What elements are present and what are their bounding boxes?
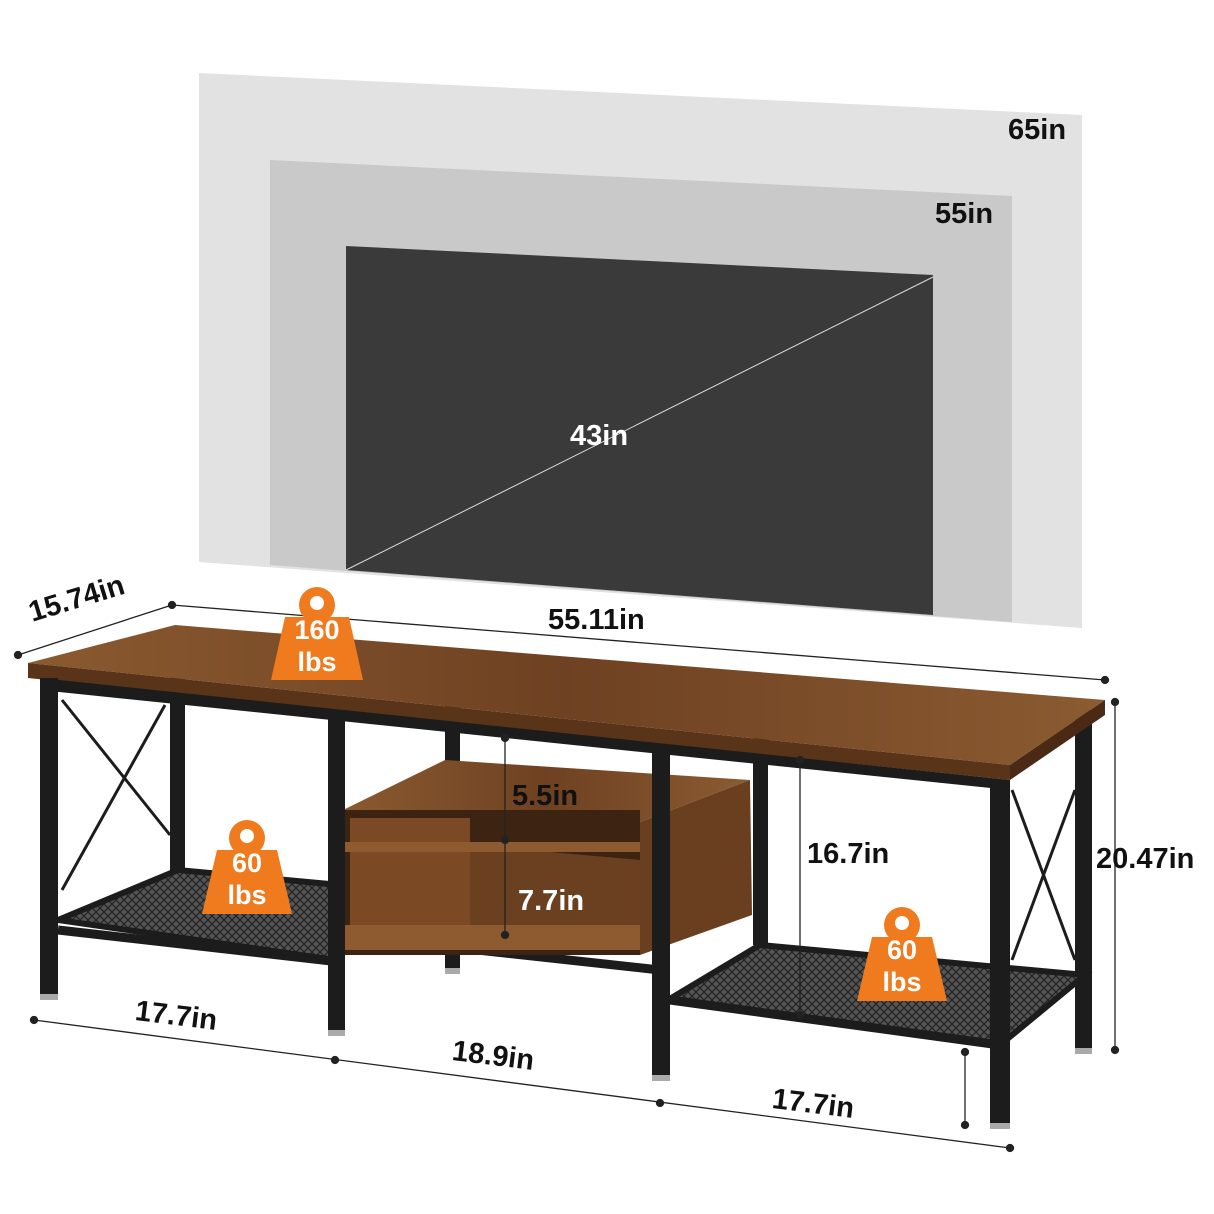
dimension-lines bbox=[13, 600, 1120, 1153]
drawer-bottom-label: 7.7in bbox=[518, 885, 585, 917]
tv-diagonal-line bbox=[345, 276, 934, 571]
cabinet-top bbox=[343, 760, 750, 822]
width-label: 55.11in bbox=[548, 604, 645, 636]
height-label: 20.47in bbox=[1096, 843, 1195, 875]
x-braces bbox=[60, 699, 1077, 961]
weight-right-text: 60 lbs bbox=[882, 935, 922, 997]
weight-badge-top bbox=[271, 587, 363, 680]
tv-65in-label: 65in bbox=[1008, 114, 1067, 146]
weight-top-text: 160 lbs bbox=[294, 615, 340, 677]
tv-43in-label: 43in bbox=[570, 420, 629, 452]
drawer-top-label: 5.5in bbox=[512, 780, 579, 812]
tabletop-side-edge bbox=[1010, 700, 1105, 780]
weight-left-text: 60 lbs bbox=[227, 848, 267, 910]
weight-badge-right bbox=[857, 907, 947, 1001]
inner-height-label: 16.7in bbox=[807, 838, 890, 870]
tv-55in-label: 55in bbox=[935, 198, 994, 230]
tabletop-front-edge bbox=[28, 663, 1010, 780]
front-frame bbox=[40, 678, 1010, 1125]
tv-43in-outline bbox=[346, 246, 933, 615]
weight-badge-left bbox=[202, 820, 292, 914]
